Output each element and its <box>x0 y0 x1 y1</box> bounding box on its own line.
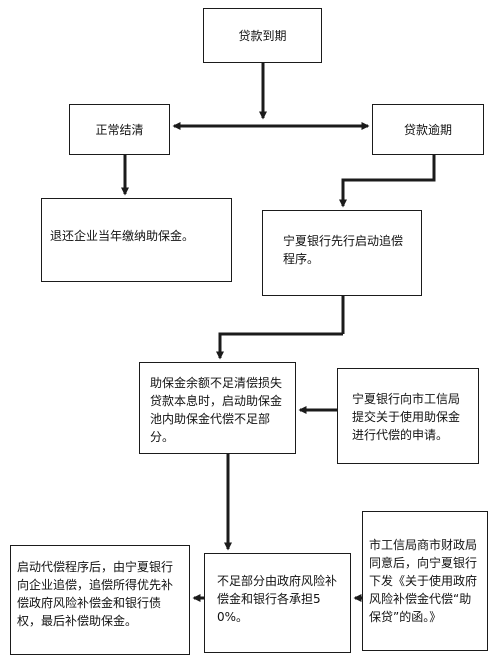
flow-connectors <box>121 63 436 602</box>
refund-box: 退还企业当年缴纳助保金。 <box>41 198 232 282</box>
insufficient-balance-box: 助保金余额不足清偿损失贷款本息时，启动助保金池内助保金代偿不足部分。 <box>139 362 296 454</box>
recover-from-company-text: 启动代偿程序后，由宁夏银行向企业追偿，追偿所得优先补偿政府风险补偿金和银行债权，… <box>17 560 174 628</box>
apply-compensation-box: 宁夏银行向市工信局提交关于使用助保金进行代偿的申请。 <box>337 368 479 464</box>
shared-risk-text: 不足部分由政府风险补偿金和银行各承担50%。 <box>217 574 338 624</box>
ningxia-recovery-text: 宁夏银行先行启动追偿程序。 <box>283 234 404 266</box>
loan-due-box: 贷款到期 <box>203 8 322 63</box>
ningxia-recovery-box: 宁夏银行先行启动追偿程序。 <box>262 210 422 296</box>
normal-settlement-box: 正常结清 <box>69 104 170 155</box>
loan-overdue-box: 贷款逾期 <box>372 104 484 155</box>
normal-settlement-label: 正常结清 <box>95 122 144 137</box>
refund-text: 退还企业当年缴纳助保金。 <box>50 229 195 243</box>
apply-compensation-text: 宁夏银行向市工信局提交关于使用助保金进行代偿的申请。 <box>352 392 461 442</box>
connector-overdue-to-ningxia <box>339 155 436 208</box>
bureau-approval-text: 市工信局商市财政局同意后，向宁夏银行下发《关于使用政府风险补偿金代偿“助保贷”的… <box>369 538 478 624</box>
loan-overdue-label: 贷款逾期 <box>403 122 452 137</box>
bureau-approval-box: 市工信局商市财政局同意后，向宁夏银行下发《关于使用政府风险补偿金代偿“助保贷”的… <box>362 511 488 651</box>
connector-ningxia-branch <box>216 332 343 360</box>
shared-risk-box: 不足部分由政府风险补偿金和银行各承担50%。 <box>204 553 351 653</box>
loan-due-label: 贷款到期 <box>238 28 287 43</box>
insufficient-balance-text: 助保金余额不足清偿损失贷款本息时，启动助保金池内助保金代偿不足部分。 <box>150 376 283 444</box>
flowchart: 贷款到期 正常结清 贷款逾期 退还企业当年缴纳助保金。 宁夏银行先行启动追偿程序… <box>10 8 488 655</box>
recover-from-company-box: 启动代偿程序后，由宁夏银行向企业追偿，追偿所得优先补偿政府风险补偿金和银行债权，… <box>10 545 190 655</box>
